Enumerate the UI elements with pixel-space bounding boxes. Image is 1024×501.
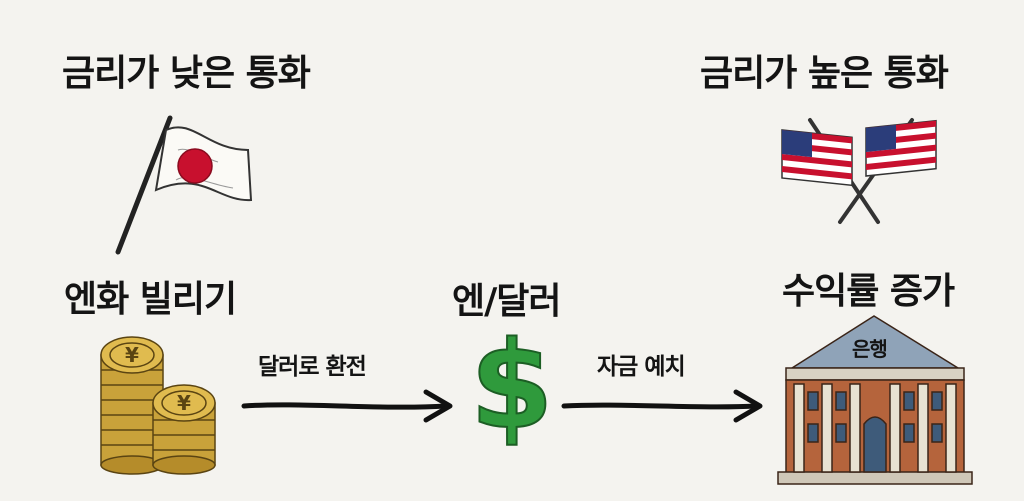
japan-flag-icon: [108, 110, 258, 260]
dollar-icon: $: [470, 322, 553, 452]
profit-increase-label: 수익률 증가: [782, 262, 954, 314]
bank-sign: 은행: [852, 333, 887, 362]
low-rate-currency-heading: 금리가 낮은 통화: [62, 44, 310, 96]
svg-text:¥: ¥: [177, 391, 191, 415]
us-flags-icon: [780, 118, 940, 228]
svg-text:¥: ¥: [125, 343, 139, 367]
yen-coins-icon: ¥ ¥: [95, 325, 225, 475]
exchange-arrow-icon: [240, 386, 460, 426]
borrow-yen-label: 엔화 빌리기: [64, 270, 236, 322]
high-rate-currency-heading: 금리가 높은 통화: [700, 44, 948, 96]
deposit-arrow-icon: [560, 386, 780, 426]
exchange-arrow-label: 달러로 환전: [258, 347, 366, 381]
deposit-arrow-label: 자금 예치: [597, 347, 685, 381]
